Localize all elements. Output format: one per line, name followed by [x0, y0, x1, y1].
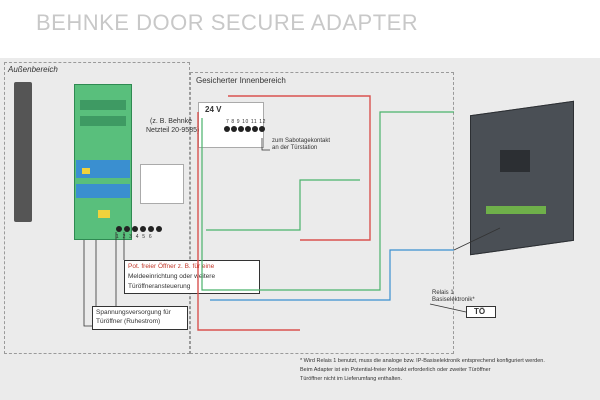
adapter-connector-blue-2 [76, 184, 130, 198]
wire-ground [453, 227, 501, 251]
footnote-line-1: * Wird Relais 1 benutzt, muss die analog… [300, 358, 545, 364]
door-station [14, 82, 32, 222]
terminal [238, 126, 244, 132]
adapter-chip-2 [80, 116, 126, 126]
wire-signal [206, 179, 360, 231]
wire-bus [210, 249, 454, 301]
terminal [259, 126, 265, 132]
relay-description-2: Meldeeinrichtung oder weitere [128, 273, 216, 280]
terminal [231, 126, 237, 132]
terminal [245, 126, 251, 132]
terminal [140, 226, 146, 232]
power-supply-label-1: (z. B. Behnke [150, 118, 193, 125]
outside-zone-label: Außenbereich [8, 65, 58, 74]
tamper-label-2: an der Türstation [272, 145, 318, 151]
terminal [116, 226, 122, 232]
wire-ground [429, 303, 467, 313]
supply-description-2: Türöffner (Ruhestrom) [96, 318, 161, 325]
inside-zone-label: Gesicherter Innenbereich [196, 76, 286, 85]
wire-power [228, 95, 371, 241]
terminal [252, 126, 258, 132]
bottom-terminal-numbers: 1 2 3 4 5 6 [116, 234, 153, 240]
wire-ground [83, 240, 92, 327]
adapter-component-yellow-2 [98, 210, 110, 218]
page-title: BEHNKE DOOR SECURE ADAPTER [36, 10, 419, 35]
adapter-chip-1 [80, 100, 126, 110]
base-electronics-connector [486, 206, 546, 214]
terminal [156, 226, 162, 232]
tamper-label-1: zum Sabotagekontakt [272, 138, 331, 144]
terminal [124, 226, 130, 232]
relais-label-2: Basiselektronik* [432, 297, 475, 303]
power-supply-label-2: Netzteil 20-9585) [146, 127, 200, 134]
adapter-component-yellow [82, 168, 90, 174]
door-opener-badge [466, 306, 496, 318]
terminal [224, 126, 230, 132]
terminal [132, 226, 138, 232]
supply-description-1: Spannungsversorgung für [96, 309, 171, 316]
door-opener-badge-text: TÖ [474, 307, 486, 316]
footnote-line-2: Beim Adapter ist ein Potential-freier Ko… [300, 367, 491, 373]
power-supply-voltage: 24 V [205, 105, 222, 114]
wire-ground [261, 138, 270, 151]
wire-signal [201, 111, 454, 291]
supply-box [92, 306, 188, 330]
power-supply-terminal-numbers: 7 8 9 10 11 12 [226, 119, 267, 125]
wire-power [197, 112, 300, 331]
relais-label-1: Relais 1 [432, 290, 454, 296]
terminal [148, 226, 154, 232]
relay-description-box [124, 260, 260, 294]
relay-description-3: Türöffneransteuerung [128, 283, 191, 290]
footnote-line-3: Türöffner nicht im Lieferumfang enthalte… [300, 376, 403, 382]
relay-module [140, 164, 184, 204]
base-electronics-chip [500, 150, 530, 172]
outside-zone [4, 62, 190, 354]
inside-zone [190, 72, 454, 354]
relay-description-1: Pot. freier Öffner z. B. für eine [128, 263, 215, 270]
